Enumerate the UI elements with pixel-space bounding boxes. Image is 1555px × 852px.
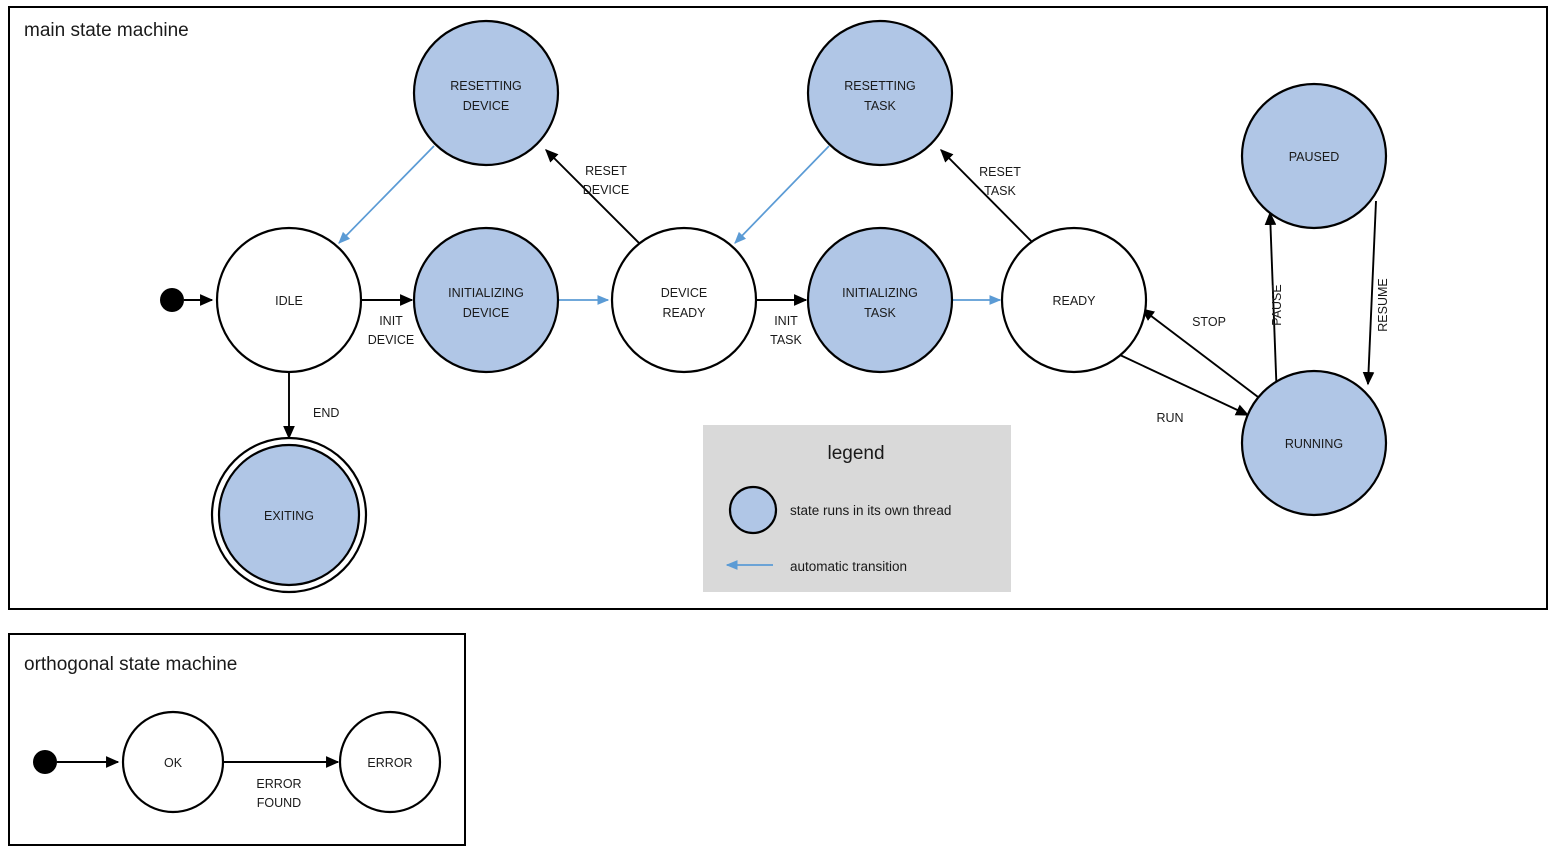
state-label-line1: RESETTING	[450, 79, 522, 93]
transition-running-to-paused: PAUSE	[1264, 211, 1284, 401]
edge-label-line1: RESET	[585, 164, 627, 178]
legend-thread-state-swatch	[728, 485, 778, 535]
edge-label-line1: RESUME	[1376, 278, 1390, 331]
state-paused[interactable]: PAUSED	[1240, 82, 1388, 230]
edge-label-line1: INIT	[379, 314, 403, 328]
state-label-line1: IDLE	[275, 294, 303, 308]
state-label-line2: TASK	[864, 99, 896, 113]
initial-state-dot-main	[160, 288, 184, 312]
state-shape	[412, 226, 560, 374]
edge-line	[1119, 354, 1250, 416]
state-device-ready[interactable]: DEVICE READY	[610, 226, 758, 374]
edge-line	[940, 149, 1044, 254]
state-resetting-device[interactable]: RESETTING DEVICE	[412, 19, 560, 167]
orthogonal-state-machine-title: orthogonal state machine	[24, 654, 237, 675]
state-label-line1: RESETTING	[844, 79, 916, 93]
state-exiting[interactable]: EXITING	[210, 436, 368, 594]
edge-label-line2: TASK	[984, 184, 1016, 198]
state-shape	[610, 226, 758, 374]
transition-running-to-ready: STOP	[1140, 308, 1259, 398]
state-label-line1: READY	[1052, 294, 1096, 308]
state-label-line2: DEVICE	[463, 306, 510, 320]
edge-line	[545, 149, 650, 254]
state-idle[interactable]: IDLE	[215, 226, 363, 374]
state-label-line2: DEVICE	[463, 99, 510, 113]
edge-line	[1140, 308, 1259, 398]
transition-ready-to-running: RUN	[1119, 354, 1250, 425]
state-shape	[338, 710, 442, 814]
transition-idle-to-exiting: END	[283, 371, 339, 440]
state-shape	[1000, 226, 1148, 374]
state-shape	[121, 710, 225, 814]
state-initializing-task[interactable]: INITIALIZING TASK	[806, 226, 954, 374]
edge-line	[1264, 211, 1278, 401]
transition-ready-to-resetting-task: RESET TASK	[940, 149, 1044, 254]
state-label-line2: READY	[662, 306, 706, 320]
legend-thread-state-text: state runs in its own thread	[790, 503, 951, 518]
initial-state-dot-orthogonal	[33, 750, 57, 774]
legend: legend state runs in its own thread auto…	[703, 425, 1011, 592]
state-label-line1: RUNNING	[1285, 437, 1343, 451]
transition-idle-to-initializing-device: INIT DEVICE	[361, 294, 415, 347]
state-ready[interactable]: READY	[1000, 226, 1148, 374]
state-shape	[806, 19, 954, 167]
edge-label-line2: TASK	[770, 333, 802, 347]
state-error[interactable]: ERROR	[338, 710, 442, 814]
transition-device-ready-to-resetting-device: RESET DEVICE	[545, 149, 650, 254]
state-label-line1: INITIALIZING	[448, 286, 524, 300]
edge-label-line1: RUN	[1156, 411, 1183, 425]
edge-label-line1: PAUSE	[1270, 284, 1284, 325]
state-label-line1: EXITING	[264, 509, 314, 523]
transition-ortho-ok-to-error: ERROR FOUND	[222, 756, 340, 810]
edge-line	[338, 145, 435, 244]
state-shape	[217, 443, 361, 587]
state-initializing-device[interactable]: INITIALIZING DEVICE	[412, 226, 560, 374]
final-state-outer-ring	[210, 436, 368, 594]
edge-label-line1: ERROR	[256, 777, 301, 791]
state-label-line2: TASK	[864, 306, 896, 320]
state-running[interactable]: RUNNING	[1240, 369, 1388, 517]
edge-label-line1: END	[313, 406, 339, 420]
main-state-machine-title: main state machine	[24, 20, 189, 41]
state-label-line1: DEVICE	[661, 286, 708, 300]
state-label-line1: INITIALIZING	[842, 286, 918, 300]
state-resetting-task[interactable]: RESETTING TASK	[806, 19, 954, 167]
legend-title: legend	[827, 443, 884, 464]
edge-label-line1: STOP	[1192, 315, 1226, 329]
edge-label-line2: DEVICE	[368, 333, 415, 347]
transition-resetting-device-to-idle	[338, 145, 435, 244]
legend-auto-transition-text: automatic transition	[790, 559, 907, 574]
state-label-line1: PAUSED	[1289, 150, 1339, 164]
state-ok[interactable]: OK	[121, 710, 225, 814]
state-label: OK	[164, 756, 183, 770]
state-shape	[1240, 82, 1388, 230]
edge-line	[734, 145, 830, 244]
state-label: ERROR	[367, 756, 412, 770]
edge-label-line1: RESET	[979, 165, 1021, 179]
state-shape	[1240, 369, 1388, 517]
state-shape	[806, 226, 954, 374]
state-shape	[215, 226, 363, 374]
edge-label-line2: DEVICE	[583, 183, 630, 197]
transition-paused-to-running: RESUME	[1362, 200, 1390, 386]
transition-resetting-task-to-device-ready	[734, 145, 830, 244]
transition-device-ready-to-initializing-task: INIT TASK	[757, 294, 808, 347]
edge-label-line1: INIT	[774, 314, 798, 328]
edge-line	[1362, 200, 1377, 386]
state-shape	[412, 19, 560, 167]
edge-label-line2: FOUND	[257, 796, 301, 810]
